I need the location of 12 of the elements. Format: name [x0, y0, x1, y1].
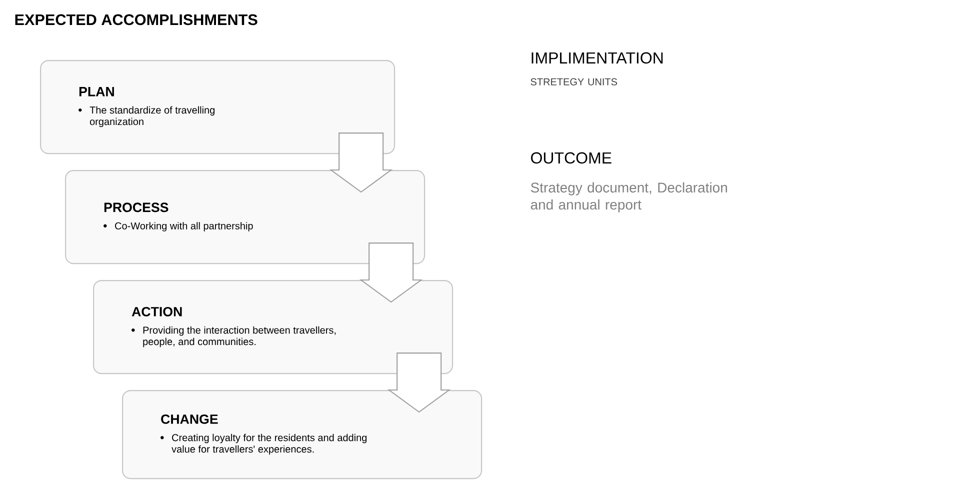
section-heading: IMPLIMENTATION: [532, 52, 663, 64]
block-arrow: [329, 132, 393, 193]
process-box: ACTION Providing the interaction between travellers, people, and communities.: [93, 280, 454, 374]
block-arrow: [387, 352, 451, 413]
process-box: PROCESS Co-Working with all partnership: [65, 170, 426, 264]
process-box: PLAN The standardize of travelling organization: [40, 60, 396, 154]
subheading: STRETEGY UNITS: [530, 78, 618, 86]
block-arrow: [359, 242, 423, 303]
process-box: CHANGE Creating loyalty for the residents and adding value for travellers' experiences.: [122, 390, 482, 480]
title: EXPECTED ACCOMPLISHMENTS: [15, 14, 258, 26]
body-text: Strategy document, Declaration and annual report: [530, 182, 727, 212]
section-heading: OUTCOME: [531, 152, 612, 164]
